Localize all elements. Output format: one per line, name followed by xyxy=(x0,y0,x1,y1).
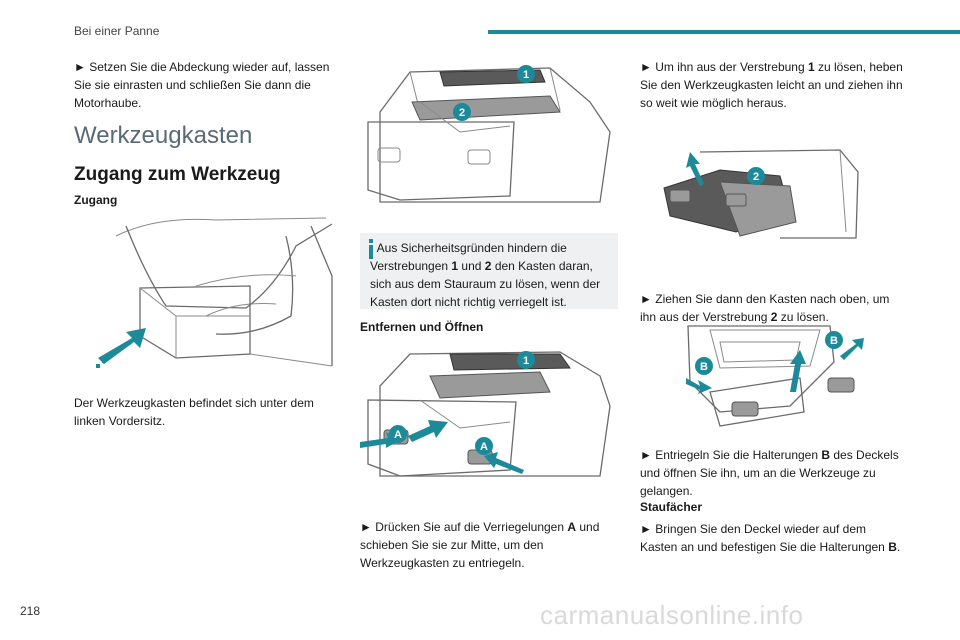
paragraph-press-latches: ► Drücken Sie auf die Verriegelungen A u… xyxy=(360,520,600,570)
paragraph-pull-up: ► Ziehen Sie dann den Kasten nach oben, … xyxy=(640,292,890,324)
label-2-icon: 2 xyxy=(453,103,471,121)
paragraph-close-hood: ► Setzen Sie die Abdeckung wieder auf, l… xyxy=(74,60,330,110)
svg-text:A: A xyxy=(480,441,488,453)
label-b-left-icon: B xyxy=(695,357,713,375)
section-title: Werkzeugkasten xyxy=(74,122,253,149)
svg-text:B: B xyxy=(700,361,708,373)
access-text: Der Werkzeugkasten befindet sich unter d… xyxy=(74,396,314,428)
remove-heading: Entfernen und Öffnen xyxy=(360,320,484,334)
paragraph-unlock-lid: ► Entriegeln Sie die Halterungen B des D… xyxy=(640,448,899,498)
label-a-left-icon: A xyxy=(389,425,407,443)
label-2-icon: 2 xyxy=(747,167,765,185)
bullet-icon: ► xyxy=(640,448,652,462)
seat-illustration xyxy=(96,217,333,368)
bullet-icon: ► xyxy=(360,520,372,534)
toolbox-struts-illustration: 1 2 xyxy=(367,65,611,203)
label-b-right-icon: B xyxy=(825,331,843,349)
safety-info-text: Aus Sicherheitsgründen hindern die Verst… xyxy=(370,241,601,309)
svg-text:1: 1 xyxy=(523,69,529,81)
subsection-title: Zugang zum Werkzeug xyxy=(74,164,281,185)
slide-arrow-icon xyxy=(408,420,448,442)
header-accent-bar xyxy=(488,30,960,34)
page-number: 218 xyxy=(20,604,41,618)
toolbox-latches-illustration: 1 A A xyxy=(360,351,611,477)
unlock-arrow-right-icon xyxy=(484,452,524,474)
access-heading: Zugang xyxy=(74,193,118,207)
label-a-right-icon: A xyxy=(475,437,493,455)
toolbox-pull-out-illustration: 2 xyxy=(663,149,859,239)
insert-arrow-icon xyxy=(96,328,146,368)
bullet-icon: ► xyxy=(640,522,652,536)
lift-lid-arrow-icon xyxy=(790,350,806,392)
svg-text:2: 2 xyxy=(459,107,465,119)
info-icon xyxy=(369,239,373,259)
running-header: Bei einer Panne xyxy=(74,24,160,38)
bullet-icon: ► xyxy=(74,60,86,74)
svg-text:B: B xyxy=(830,335,838,347)
paragraph-lift-out: ► Um ihn aus der Verstrebung 1 zu lösen,… xyxy=(640,60,903,110)
label-1-icon: 1 xyxy=(517,351,535,369)
watermark[interactable]: carmanualsonline.info xyxy=(540,600,804,630)
bullet-icon: ► xyxy=(640,292,652,306)
open-arrow-left-icon xyxy=(686,378,712,394)
svg-text:1: 1 xyxy=(523,355,529,367)
label-1-icon: 1 xyxy=(517,65,535,83)
lift-arrow-icon xyxy=(686,152,704,186)
toolbox-lid-illustration: B B xyxy=(686,325,864,427)
svg-text:A: A xyxy=(394,429,402,441)
open-arrow-right-icon xyxy=(840,338,864,360)
safety-info-box: Aus Sicherheitsgründen hindern die Verst… xyxy=(360,233,618,309)
paragraph-refit-lid: ► Bringen Sie den Deckel wieder auf dem … xyxy=(640,522,901,554)
storage-heading: Staufächer xyxy=(640,500,703,514)
svg-text:2: 2 xyxy=(753,171,759,183)
bullet-icon: ► xyxy=(640,60,652,74)
